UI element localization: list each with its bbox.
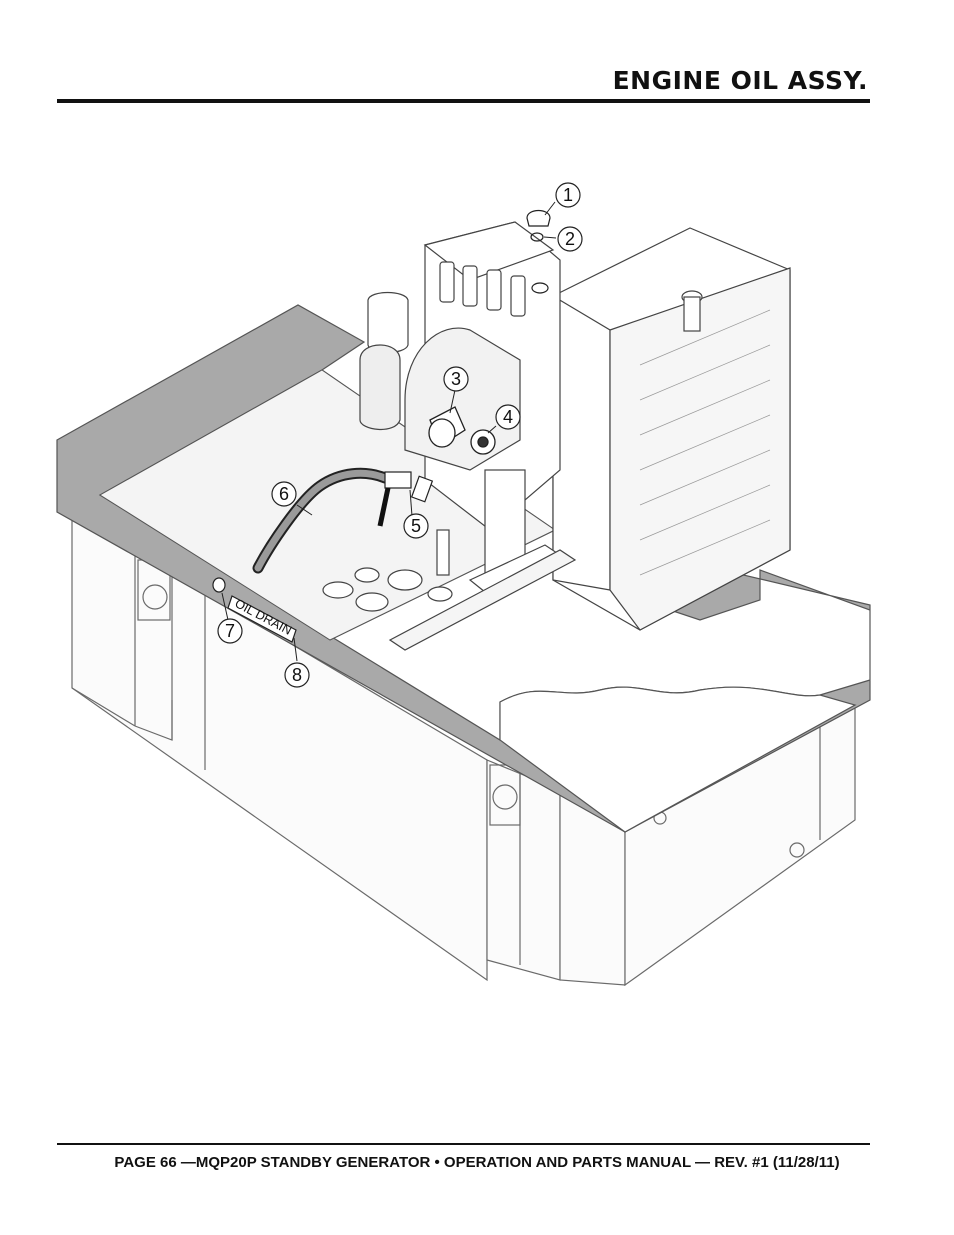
leader-lines	[221, 201, 557, 662]
header-rule	[57, 99, 870, 103]
drain-valve	[377, 471, 434, 527]
page-title: ENGINE OIL ASSY.	[612, 66, 868, 95]
fill-cap	[526, 209, 551, 294]
callout-1-circle	[555, 182, 581, 208]
page-footer: PAGE 66 —MQP20P STANDBY GENERATOR • OPER…	[114, 1154, 840, 1171]
callout-3: 3	[451, 369, 461, 389]
callouts	[217, 182, 583, 688]
radiator	[552, 227, 791, 631]
callout-1: 1	[563, 185, 573, 205]
callout-8-circle	[284, 662, 310, 688]
callout-2: 2	[565, 229, 575, 249]
footer-rule	[57, 1143, 870, 1145]
oil-filter	[428, 406, 496, 455]
callout-2-circle	[557, 226, 583, 252]
callout-5-circle	[403, 513, 429, 539]
callout-4: 4	[503, 407, 513, 427]
callout-8: 8	[292, 665, 302, 685]
callout-6-circle	[271, 481, 297, 507]
callout-3-circle	[443, 366, 469, 392]
callout-5: 5	[411, 516, 421, 536]
callout-7: 7	[225, 621, 235, 641]
callout-6: 6	[279, 484, 289, 504]
callout-7-circle	[217, 618, 243, 644]
drain-plug	[212, 577, 226, 593]
engine-block	[322, 221, 577, 651]
callout-4-circle	[495, 404, 521, 430]
